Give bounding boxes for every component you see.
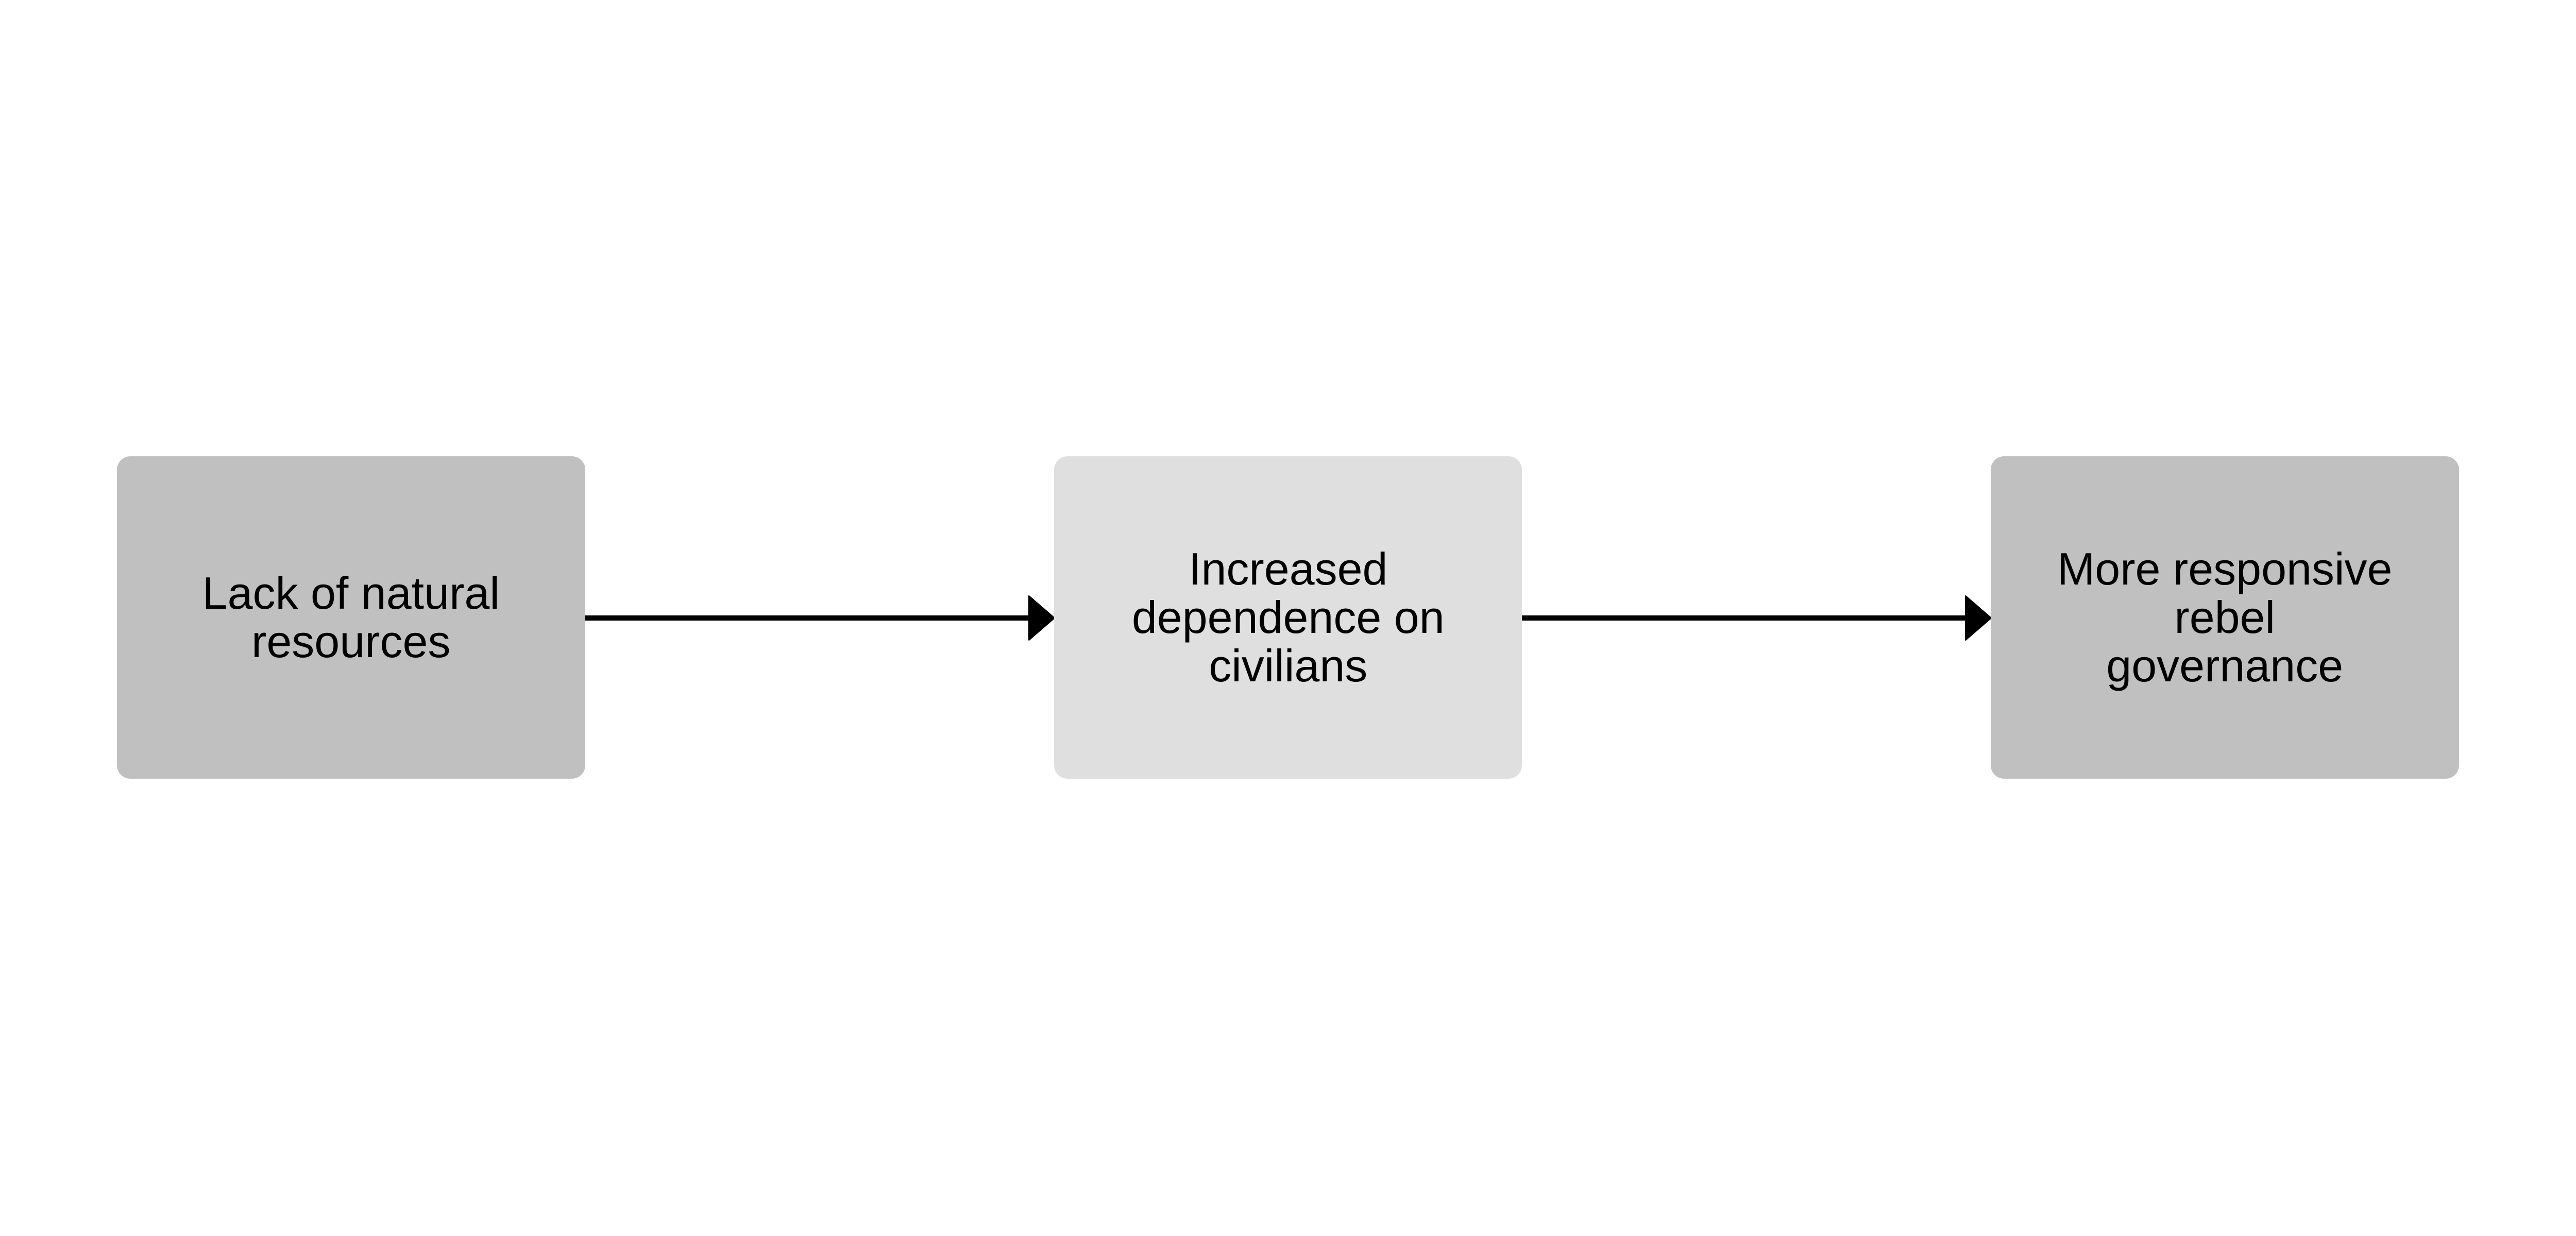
arrow-resources-to-dependence [583, 595, 1055, 641]
node-label: Increased dependence on civilians [1131, 543, 1445, 691]
arrowhead-icon [1964, 595, 1992, 641]
node-label: More responsive rebel governance [2057, 543, 2393, 691]
node-more-responsive-rebel-governance: More responsive rebel governance [1991, 456, 2459, 779]
arrow-dependence-to-governance [1520, 595, 1992, 641]
node-label: Lack of natural resources [202, 568, 500, 667]
node-lack-of-natural-resources: Lack of natural resources [117, 456, 585, 779]
arrowhead-icon [1028, 595, 1055, 641]
node-increased-dependence-on-civilians: Increased dependence on civilians [1054, 456, 1522, 779]
